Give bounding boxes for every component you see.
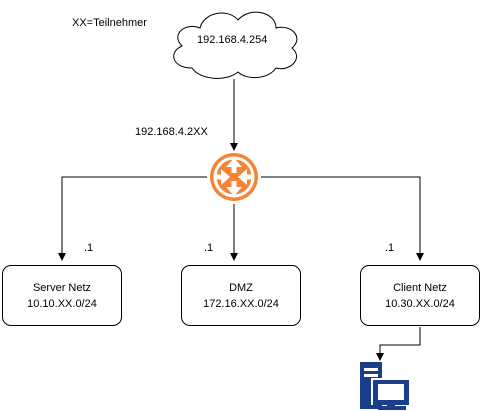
router-icon [210,153,258,201]
server-netz-box: Server Netz 10.10.XX.0/24 [2,265,122,326]
internet-gateway-label: 192.168.4.254 [197,34,268,46]
link-client-device [376,327,421,361]
dmz-box: DMZ 172.16.XX.0/24 [181,265,301,326]
network-name: Server Netz [32,281,92,294]
router-wan-ip-label: 192.168.4.2XX [135,126,208,138]
legend-label: XX=Teilnehmer [72,17,147,29]
network-name: Client Netz [393,281,447,294]
internet-cloud-shape [173,11,298,79]
gateway-suffix-dmz: .1 [204,242,214,254]
network-name: DMZ [229,281,253,294]
network-subnet: 10.30.XX.0/24 [385,297,455,310]
link-server-netz [58,176,207,261]
network-subnet: 172.16.XX.0/24 [203,297,279,310]
workstation-icon [360,362,409,410]
network-subnet: 10.10.XX.0/24 [27,297,97,310]
gateway-suffix-server: .1 [84,242,94,254]
link-client-netz [261,176,424,261]
client-netz-box: Client Netz 10.30.XX.0/24 [360,265,480,326]
gateway-suffix-client: .1 [385,242,395,254]
